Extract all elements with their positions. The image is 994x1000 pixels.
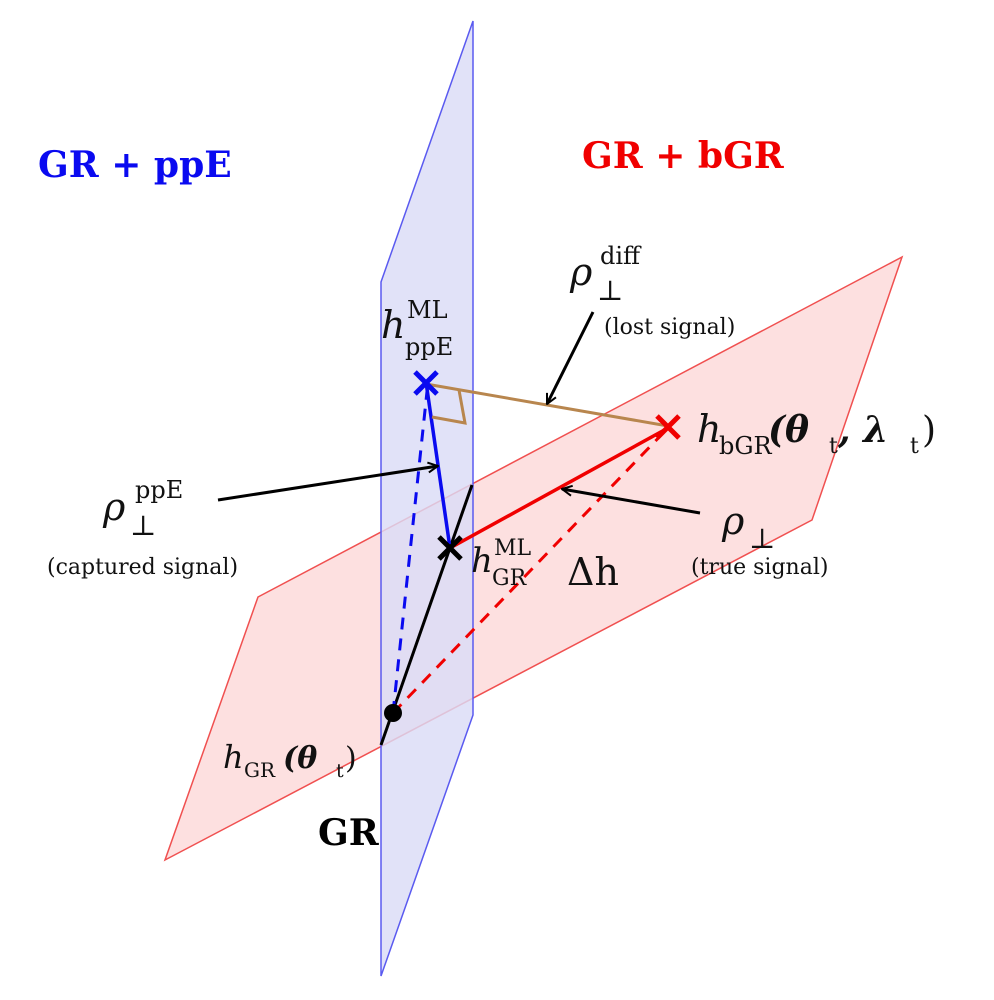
delta-h-label: Δh <box>567 550 619 594</box>
captured-signal-label: (captured signal) <box>47 555 238 580</box>
svg-text:GR: GR <box>492 566 528 591</box>
rho-ppe-label: ρ ⊥ ppE <box>102 476 183 542</box>
svg-text:ML: ML <box>407 296 448 324</box>
h-gr-true-point <box>384 704 402 722</box>
svg-text:diff: diff <box>600 242 642 270</box>
gr-line <box>379 484 474 746</box>
h-bgr-label: h bGR (θ t , λ t ) <box>697 407 936 460</box>
delta-h-dashed-line <box>391 426 670 715</box>
svg-text:, λ: , λ <box>837 409 888 451</box>
h-bgr-marker <box>655 414 681 440</box>
heading-gr: GR <box>318 812 380 854</box>
svg-text:bGR: bGR <box>719 432 773 460</box>
svg-text:ρ: ρ <box>102 485 126 529</box>
h-ppe-ml-marker <box>413 370 439 396</box>
svg-text:ML: ML <box>494 536 532 561</box>
svg-text:ppE: ppE <box>405 333 453 361</box>
svg-text:t: t <box>829 434 838 459</box>
svg-text:⊥: ⊥ <box>749 522 775 555</box>
svg-text:⊥: ⊥ <box>130 509 156 542</box>
captured-signal-arrow <box>217 466 438 502</box>
ppe-plane <box>380 20 474 977</box>
svg-text:ρ: ρ <box>721 499 745 543</box>
right-angle-marker <box>431 389 467 425</box>
svg-text:h: h <box>223 738 244 776</box>
heading-gr-ppe: GR + ppE <box>38 144 232 186</box>
true-signal-label: (true signal) <box>691 555 828 580</box>
svg-text:(θ: (θ <box>768 409 809 451</box>
rho-perp-line <box>449 426 669 550</box>
ppe-dashed-line <box>391 381 430 714</box>
lost-signal-arrow <box>545 311 595 404</box>
svg-text:GR: GR <box>244 758 276 782</box>
svg-text:⊥: ⊥ <box>597 274 623 307</box>
rho-diff-label: ρ ⊥ diff <box>569 242 642 307</box>
svg-text:h: h <box>471 541 493 581</box>
svg-text:h: h <box>381 303 405 347</box>
h-ppe-ml-label: h ML ppE <box>381 296 453 361</box>
bgr-plane <box>163 255 904 862</box>
h-gr-ml-label: h ML GR <box>471 536 532 591</box>
lost-signal-label: (lost signal) <box>604 315 735 340</box>
svg-text:h: h <box>697 407 721 451</box>
svg-text:ρ: ρ <box>569 250 593 294</box>
svg-text:): ) <box>922 410 936 451</box>
svg-text:(θ: (θ <box>283 741 317 776</box>
heading-gr-bgr: GR + bGR <box>582 135 785 177</box>
svg-text:ppE: ppE <box>135 476 183 504</box>
h-gr-ml-marker <box>437 535 463 561</box>
rho-perp-label: ρ ⊥ <box>721 499 775 555</box>
svg-text:t: t <box>336 760 344 782</box>
true-signal-arrow <box>562 489 701 515</box>
svg-text:t: t <box>910 434 919 459</box>
h-gr-true-label: h GR (θ t ) <box>223 738 357 782</box>
svg-text:): ) <box>345 741 357 776</box>
